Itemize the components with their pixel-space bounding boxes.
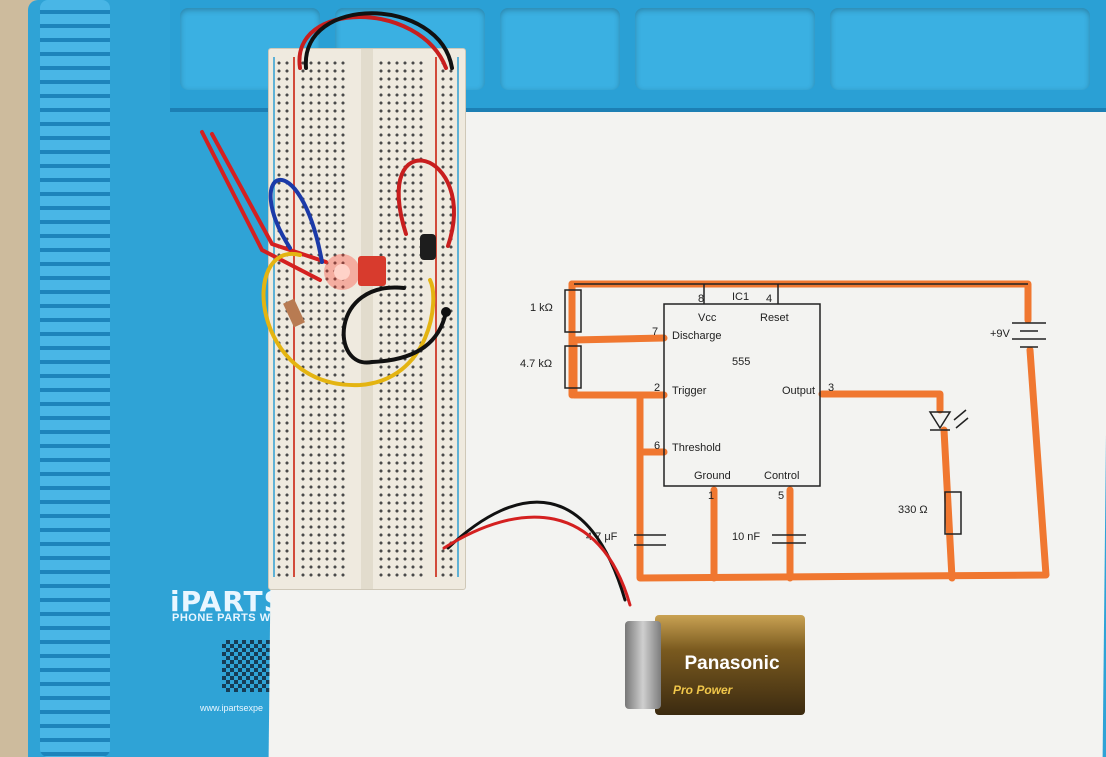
resistor-r3-value: 330 Ω (898, 504, 928, 516)
mat-subtitle-text: PHONE PARTS W (172, 612, 271, 624)
pin-trigger-label: Trigger (672, 385, 707, 397)
ic-label: IC1 (732, 291, 750, 303)
pin-ground-label: Ground (694, 470, 731, 482)
capacitor-c2-value: 10 nF (732, 531, 761, 543)
pin-6-number: 6 (654, 440, 661, 452)
pin-discharge-label: Discharge (672, 330, 722, 342)
battery-body (655, 615, 805, 715)
pin-7-number: 7 (652, 326, 659, 338)
pin-3-number: 3 (828, 382, 835, 394)
resistor-r2-value: 4.7 kΩ (520, 358, 553, 370)
supply-voltage-label: +9V (990, 328, 1010, 340)
pin-threshold-label: Threshold (672, 442, 721, 454)
pin-8-number: 8 (698, 293, 705, 305)
pin-4-number: 4 (766, 293, 773, 305)
ic-name: 555 (732, 356, 751, 368)
pin-reset-label: Reset (760, 312, 789, 324)
mat-ribbed-edge (40, 0, 110, 757)
pin-1-number: 1 (708, 490, 715, 502)
battery-brand-text: Panasonic (684, 653, 780, 674)
pin-vcc-label: Vcc (698, 312, 717, 324)
nine-volt-battery: Panasonic Pro Power (625, 615, 805, 715)
pin-2-number: 2 (654, 382, 661, 394)
battery-line-text: Pro Power (673, 683, 733, 697)
pin-output-label: Output (782, 385, 816, 397)
pin-5-number: 5 (778, 490, 785, 502)
resistor-r1-value: 1 kΩ (530, 302, 553, 314)
pin-control-label: Control (764, 470, 800, 482)
qr-code (222, 640, 274, 692)
mat-url-text: www.ipartsexpe (200, 703, 264, 713)
battery-clip (625, 621, 661, 709)
